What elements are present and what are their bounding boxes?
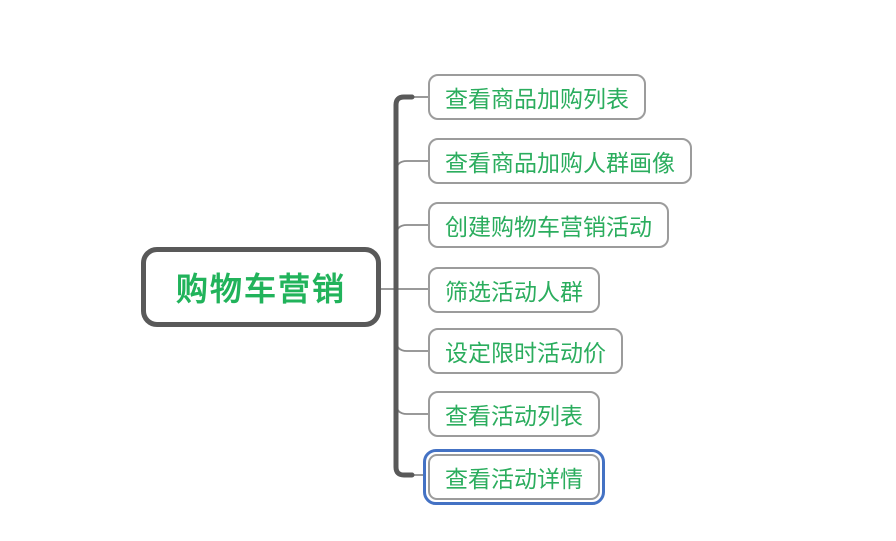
child-node-view-addcart-list[interactable]: 查看商品加购列表 [428,74,646,120]
child-node-filter-campaign-audience[interactable]: 筛选活动人群 [428,267,600,313]
root-node-label: 购物车营销 [175,271,346,307]
child-node-label: 设定限时活动价 [445,341,606,366]
child-node-view-campaign-details[interactable]: 查看活动详情 [428,454,600,500]
branch-line-6 [395,402,430,415]
child-node-create-cart-marketing-campaign[interactable]: 创建购物车营销活动 [428,202,669,248]
child-node-label: 查看商品加购列表 [445,87,629,112]
child-node-label: 筛选活动人群 [445,280,583,305]
selected-node-outline: 查看活动详情 [423,449,605,505]
child-node-label: 查看活动详情 [445,467,583,492]
child-node-label: 查看商品加购人群画像 [445,151,675,176]
trunk-line [393,94,415,478]
branch-line-2 [395,160,430,173]
branch-line-3 [395,224,430,237]
root-node-shopping-cart-marketing[interactable]: 购物车营销 [141,247,381,327]
child-node-set-limited-time-price[interactable]: 设定限时活动价 [428,328,623,374]
branch-line-5 [395,339,430,352]
child-node-view-addcart-audience-profile[interactable]: 查看商品加购人群画像 [428,138,692,184]
child-node-label: 查看活动列表 [445,404,583,429]
child-node-label: 创建购物车营销活动 [445,215,652,240]
child-node-view-campaign-list[interactable]: 查看活动列表 [428,391,600,437]
